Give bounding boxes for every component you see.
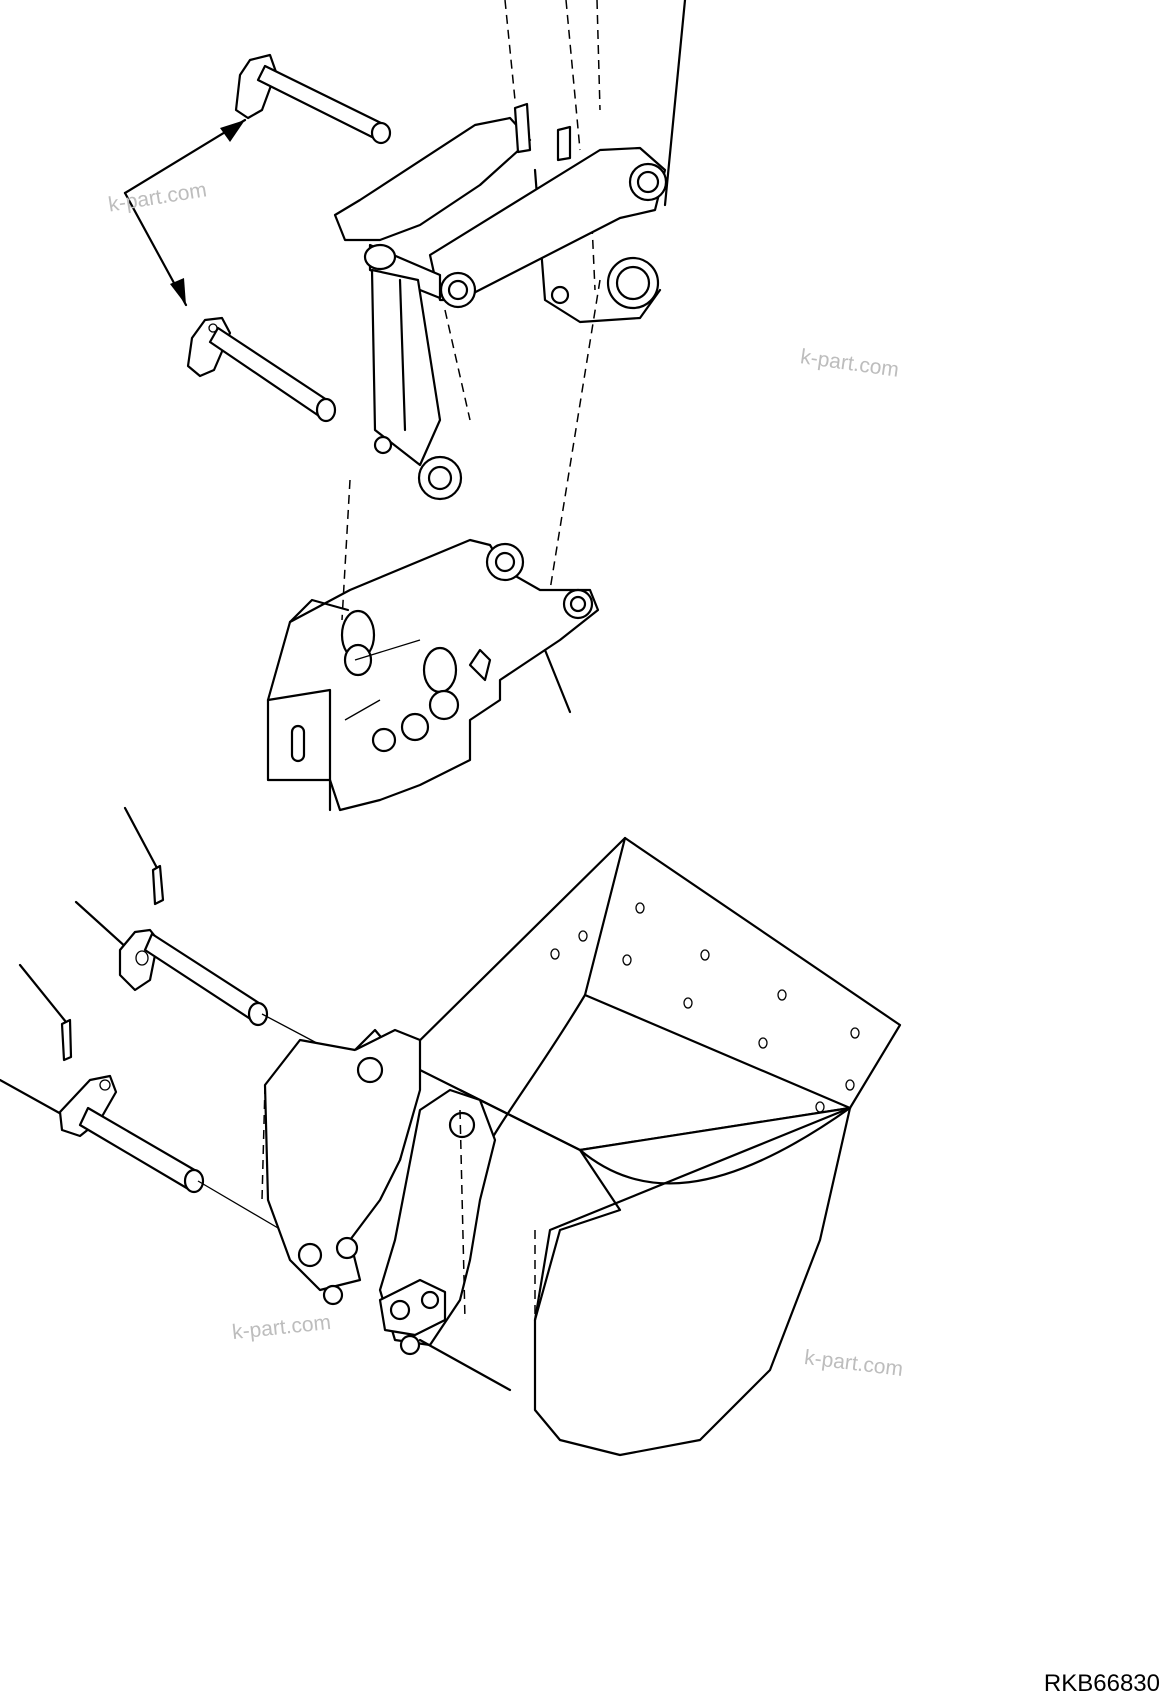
upper-pin-1 xyxy=(234,53,392,145)
bucket-pin-1 xyxy=(74,900,331,1051)
cotter-pin-1 xyxy=(123,806,165,906)
upper-pin-2 xyxy=(186,316,337,423)
cotter-pin-2 xyxy=(18,963,73,1062)
leader-arrows xyxy=(123,118,247,307)
bucket-pin-2 xyxy=(0,1074,279,1229)
coupler-leader xyxy=(543,648,572,714)
quick-coupler xyxy=(266,279,601,812)
bucket xyxy=(261,836,902,1457)
drawing-code: RKB66830 xyxy=(1043,1670,1160,1697)
link-assembly xyxy=(333,102,668,501)
